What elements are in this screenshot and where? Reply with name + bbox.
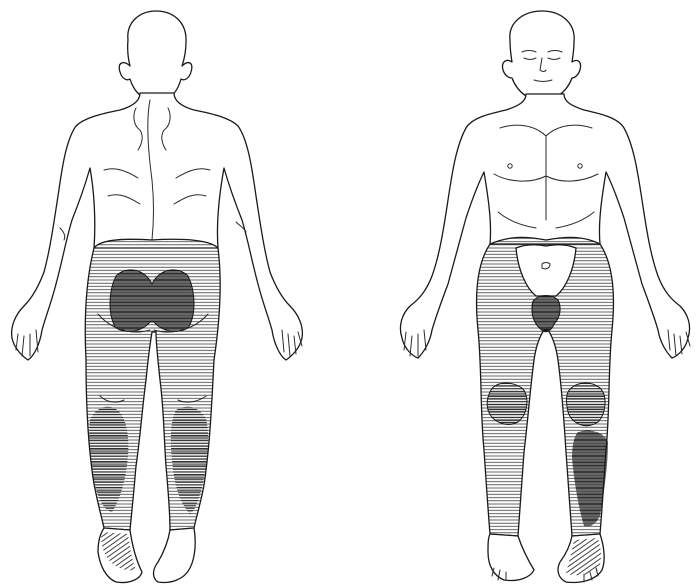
anterior-left-foot bbox=[488, 534, 534, 581]
posterior-right-foot bbox=[154, 528, 196, 582]
anterior-left-knee bbox=[487, 383, 527, 424]
anterior-figure bbox=[400, 11, 690, 583]
anterior-right-knee bbox=[567, 383, 606, 426]
anterior-head bbox=[503, 11, 581, 96]
posterior-figure bbox=[12, 11, 303, 583]
posterior-head bbox=[119, 11, 192, 95]
